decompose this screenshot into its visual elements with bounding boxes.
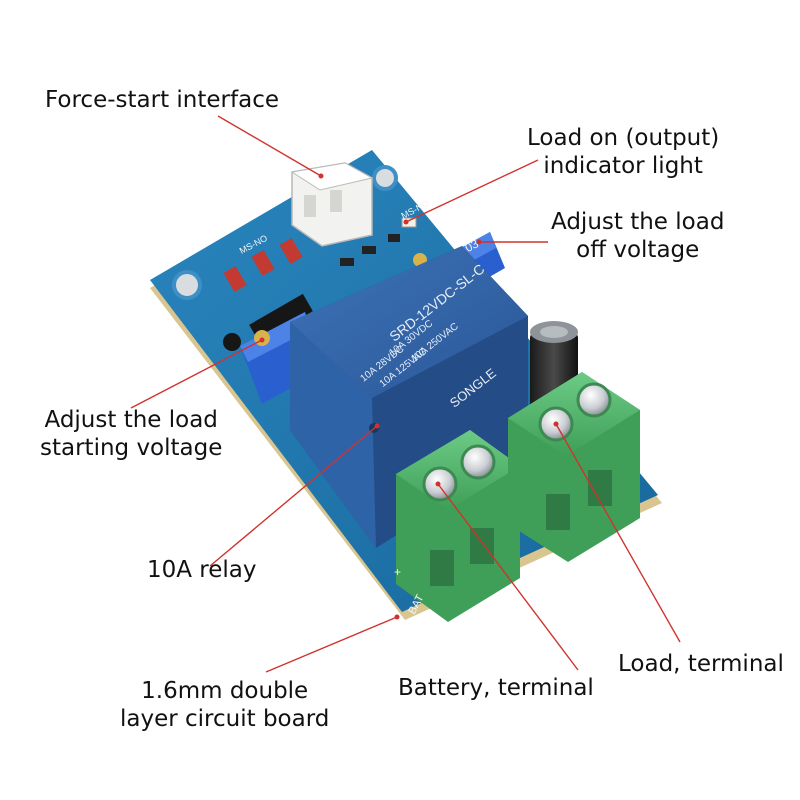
force-start-connector: [290, 162, 374, 247]
ic-chip: [223, 293, 313, 351]
leader-force-start: [217, 115, 322, 177]
label-line: Adjust the load: [44, 407, 218, 433]
smd-resistors: [340, 234, 400, 266]
label-line: off voltage: [576, 237, 700, 263]
silk-plus: +: [394, 565, 401, 579]
leader-lines: [130, 115, 681, 673]
battery-terminal-block: [396, 430, 520, 622]
relay-front: [290, 322, 376, 548]
label-adjust-starting-voltage: Adjust the load starting voltage: [40, 406, 222, 462]
mount-hole: [172, 270, 202, 300]
relay: SRD-12VDC-SL-C 10A 250VAC 10A 30VDC 10A …: [290, 246, 528, 548]
label-load-terminal: Load, terminal: [618, 650, 784, 678]
leader-battery-terminal: [437, 483, 579, 671]
label-line: Battery, terminal: [398, 675, 594, 701]
leader-start-voltage: [130, 339, 263, 409]
label-line: starting voltage: [40, 435, 223, 461]
label-circuit-board: 1.6mm double layer circuit board: [120, 677, 329, 733]
label-line: Adjust the load: [551, 209, 725, 235]
label-line: Load, terminal: [618, 651, 784, 677]
relay-top: [290, 246, 528, 398]
label-line: layer circuit board: [120, 706, 330, 732]
label-battery-terminal: Battery, terminal: [398, 674, 594, 702]
battery-screw: [460, 444, 496, 480]
label-line: Force-start interface: [45, 87, 279, 113]
mount-hole: [372, 165, 398, 191]
label-adjust-off-voltage: Adjust the load off voltage: [551, 208, 724, 264]
label-line: indicator light: [543, 153, 703, 179]
leader-load-on-light: [405, 159, 539, 223]
label-line: 1.6mm double: [141, 678, 309, 704]
label-line: Load on (output): [527, 125, 720, 151]
load-on-led: [401, 217, 417, 228]
label-10a-relay: 10A relay: [147, 556, 257, 584]
smd-diodes: [223, 237, 303, 293]
load-screw: [576, 382, 612, 418]
leader-dots: [259, 173, 559, 620]
leader-circuit-board: [265, 616, 398, 673]
label-force-start-interface: Force-start interface: [45, 86, 279, 114]
leader-load-terminal: [555, 423, 681, 643]
label-line: 10A relay: [147, 557, 257, 583]
leader-relay: [209, 425, 378, 567]
label-load-on-indicator-light: Load on (output) indicator light: [527, 124, 719, 180]
